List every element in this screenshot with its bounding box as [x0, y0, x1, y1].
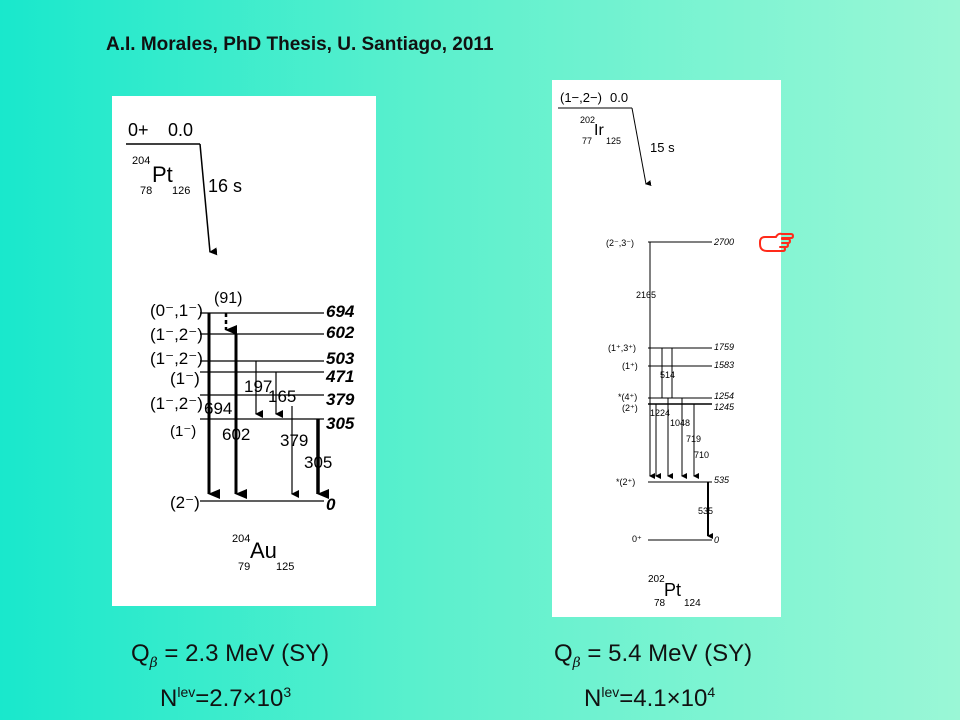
- decay-scheme-pt204-svg: 0+ 0.0 204 Pt 78 126 16 s (0⁻,1⁻) (1⁻,2⁻…: [126, 120, 355, 573]
- level-1254-spin: *(4⁺): [618, 392, 637, 402]
- gamma-305-label: 305: [304, 453, 332, 472]
- decay-scheme-ir202-svg: (1−,2−) 0.0 202 Ir 77 125 15 s (2⁻,3⁻) (…: [558, 90, 735, 609]
- n-exponent: 3: [283, 684, 292, 700]
- gamma-694-label: 694: [204, 399, 232, 418]
- n-superscript: lev: [177, 684, 196, 700]
- parent-mass-number: 202: [580, 115, 595, 125]
- q-value-right: Qβ = 5.4 MeV (SY): [554, 640, 752, 671]
- parent-spin: (1−,2−): [560, 90, 602, 105]
- level-0-energy: 0: [326, 495, 336, 514]
- level-1583-energy: 1583: [714, 360, 734, 370]
- gamma-1048-label: 1048: [670, 418, 690, 428]
- gamma-602-label: 602: [222, 425, 250, 444]
- level-1254-energy: 1254: [714, 391, 734, 401]
- decay-scheme-pt204: 0+ 0.0 204 Pt 78 126 16 s (0⁻,1⁻) (1⁻,2⁻…: [112, 96, 376, 606]
- parent-atomic-number: 77: [582, 136, 592, 146]
- parent-atomic-number: 78: [140, 185, 152, 197]
- n-levels-right: Nlev=4.1×104: [584, 684, 715, 713]
- daughter-atomic-number: 78: [654, 598, 666, 609]
- parent-energy: 0.0: [168, 120, 193, 140]
- gamma-165-label: 165: [268, 387, 296, 406]
- level-535-spin: *(2⁺): [616, 477, 635, 487]
- daughter-mass-number: 202: [648, 574, 665, 585]
- gamma-514-label: 514: [660, 370, 675, 380]
- level-0-spin: (2⁻): [170, 493, 200, 512]
- gamma-91-label: (91): [214, 290, 242, 307]
- n-value-text: =4.1×10: [619, 685, 708, 712]
- n-label: N: [160, 685, 178, 712]
- level-503-energy: 503: [326, 349, 355, 368]
- q-value-text: = 2.3 MeV (SY): [157, 640, 330, 667]
- daughter-atomic-number: 79: [238, 561, 250, 573]
- n-superscript: lev: [601, 684, 620, 700]
- daughter-mass-number: 204: [232, 533, 250, 545]
- level-0-energy: 0: [714, 535, 719, 545]
- parent-neutron-number: 125: [606, 136, 621, 146]
- level-503-spin: (1⁻,2⁻): [150, 349, 203, 368]
- level-1759-energy: 1759: [714, 342, 734, 352]
- q-subscript: β: [149, 654, 158, 671]
- parent-mass-number: 204: [132, 155, 150, 167]
- parent-energy: 0.0: [610, 90, 628, 105]
- parent-symbol: Ir: [594, 122, 604, 139]
- level-471-spin: (1⁻): [170, 369, 200, 388]
- beta-decay-arrow: [631, 107, 652, 187]
- daughter-symbol: Au: [250, 538, 277, 563]
- gamma-197-label: 197: [244, 377, 272, 396]
- decay-scheme-ir202: (1−,2−) 0.0 202 Ir 77 125 15 s (2⁻,3⁻) (…: [552, 80, 781, 617]
- parent-symbol: Pt: [152, 162, 173, 187]
- level-694-energy: 694: [326, 302, 355, 321]
- n-levels-left: Nlev=2.7×103: [160, 684, 291, 713]
- level-535-energy: 535: [714, 475, 730, 485]
- gamma-2165-label: 2165: [636, 290, 656, 300]
- q-value-text: = 5.4 MeV (SY): [580, 640, 753, 667]
- level-694-spin: (0⁻,1⁻): [150, 301, 203, 320]
- q-label: Q: [554, 640, 573, 667]
- level-2700-spin: (2⁻,3⁻): [606, 238, 634, 248]
- n-label: N: [584, 685, 602, 712]
- gamma-535-label: 535: [698, 506, 713, 516]
- daughter-symbol: Pt: [664, 580, 681, 600]
- q-subscript: β: [572, 654, 581, 671]
- level-0-spin: 0⁺: [632, 534, 642, 544]
- q-label: Q: [131, 640, 150, 667]
- parent-spin: 0+: [128, 120, 149, 140]
- gamma-710-label: 710: [694, 450, 709, 460]
- daughter-neutron-number: 124: [684, 598, 701, 609]
- beta-decay-arrow: [199, 143, 218, 256]
- level-1245-energy: 1245: [714, 402, 735, 412]
- halflife: 15 s: [650, 140, 675, 155]
- level-2700-energy: 2700: [713, 237, 734, 247]
- level-602-energy: 602: [326, 323, 355, 342]
- level-305-spin: (1⁻): [170, 423, 196, 440]
- parent-neutron-number: 126: [172, 185, 190, 197]
- n-exponent: 4: [707, 684, 716, 700]
- level-379-spin: (1⁻,2⁻): [150, 394, 203, 413]
- q-value-left: Qβ = 2.3 MeV (SY): [131, 640, 329, 671]
- pointing-hand-icon: [759, 232, 794, 252]
- level-471-energy: 471: [325, 367, 354, 386]
- daughter-neutron-number: 125: [276, 561, 294, 573]
- level-1583-spin: (1⁺): [622, 361, 638, 371]
- n-value-text: =2.7×10: [195, 685, 284, 712]
- level-1759-spin: (1⁺,3⁺): [608, 343, 636, 353]
- halflife: 16 s: [208, 176, 242, 196]
- level-602-spin: (1⁻,2⁻): [150, 325, 203, 344]
- credit-line: A.I. Morales, PhD Thesis, U. Santiago, 2…: [106, 34, 494, 55]
- level-1245-spin: (2⁺): [622, 403, 638, 413]
- gamma-1224-label: 1224: [650, 408, 670, 418]
- level-379-energy: 379: [326, 390, 355, 409]
- gamma-379-label: 379: [280, 431, 308, 450]
- level-305-energy: 305: [326, 414, 355, 433]
